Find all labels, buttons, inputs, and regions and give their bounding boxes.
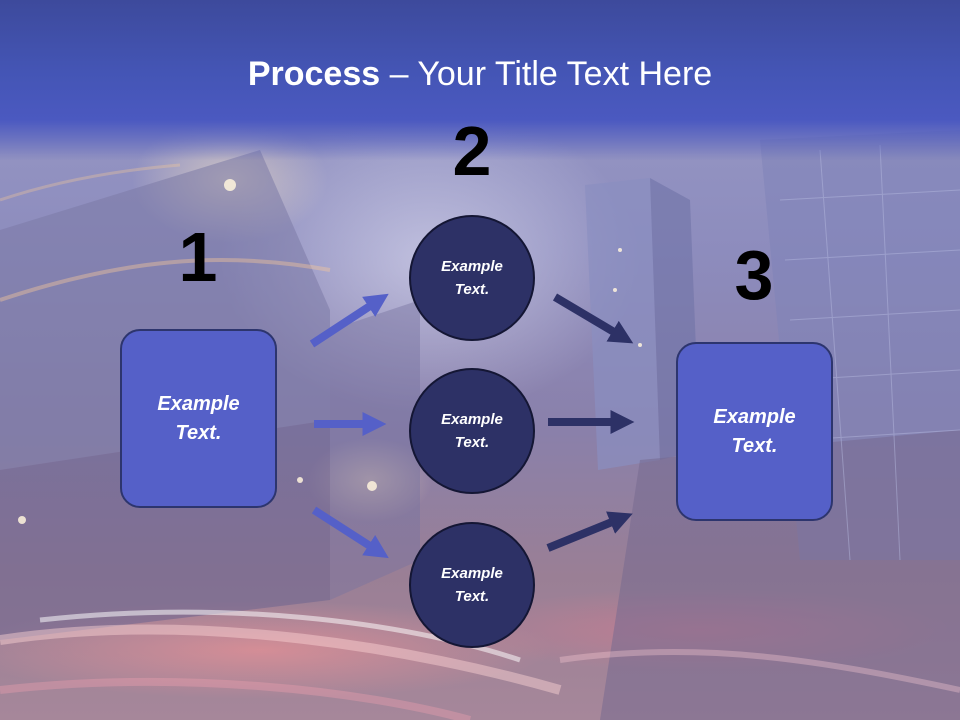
arrow-bottom-to-right (546, 511, 633, 552)
right-process-box[interactable]: Example Text. (676, 342, 833, 521)
middle-circle-bottom[interactable]: Example Text. (409, 522, 535, 648)
arrow-top-to-right (552, 293, 634, 344)
title-rest-part: – Your Title Text Here (380, 55, 713, 93)
middle-circle-top[interactable]: Example Text. (409, 215, 535, 341)
arrow-left-to-top (309, 293, 389, 348)
step-number-1: 1 (178, 218, 218, 296)
slide-title: Process – Your Title Text Here (0, 50, 960, 98)
arrow-left-to-bottom (311, 506, 389, 559)
step-number-2: 2 (452, 112, 492, 190)
step-number-3: 3 (734, 236, 774, 314)
title-band (0, 0, 960, 160)
middle-circle-center[interactable]: Example Text. (409, 368, 535, 494)
left-process-box[interactable]: Example Text. (120, 329, 277, 508)
title-bold-part: Process (247, 55, 381, 93)
